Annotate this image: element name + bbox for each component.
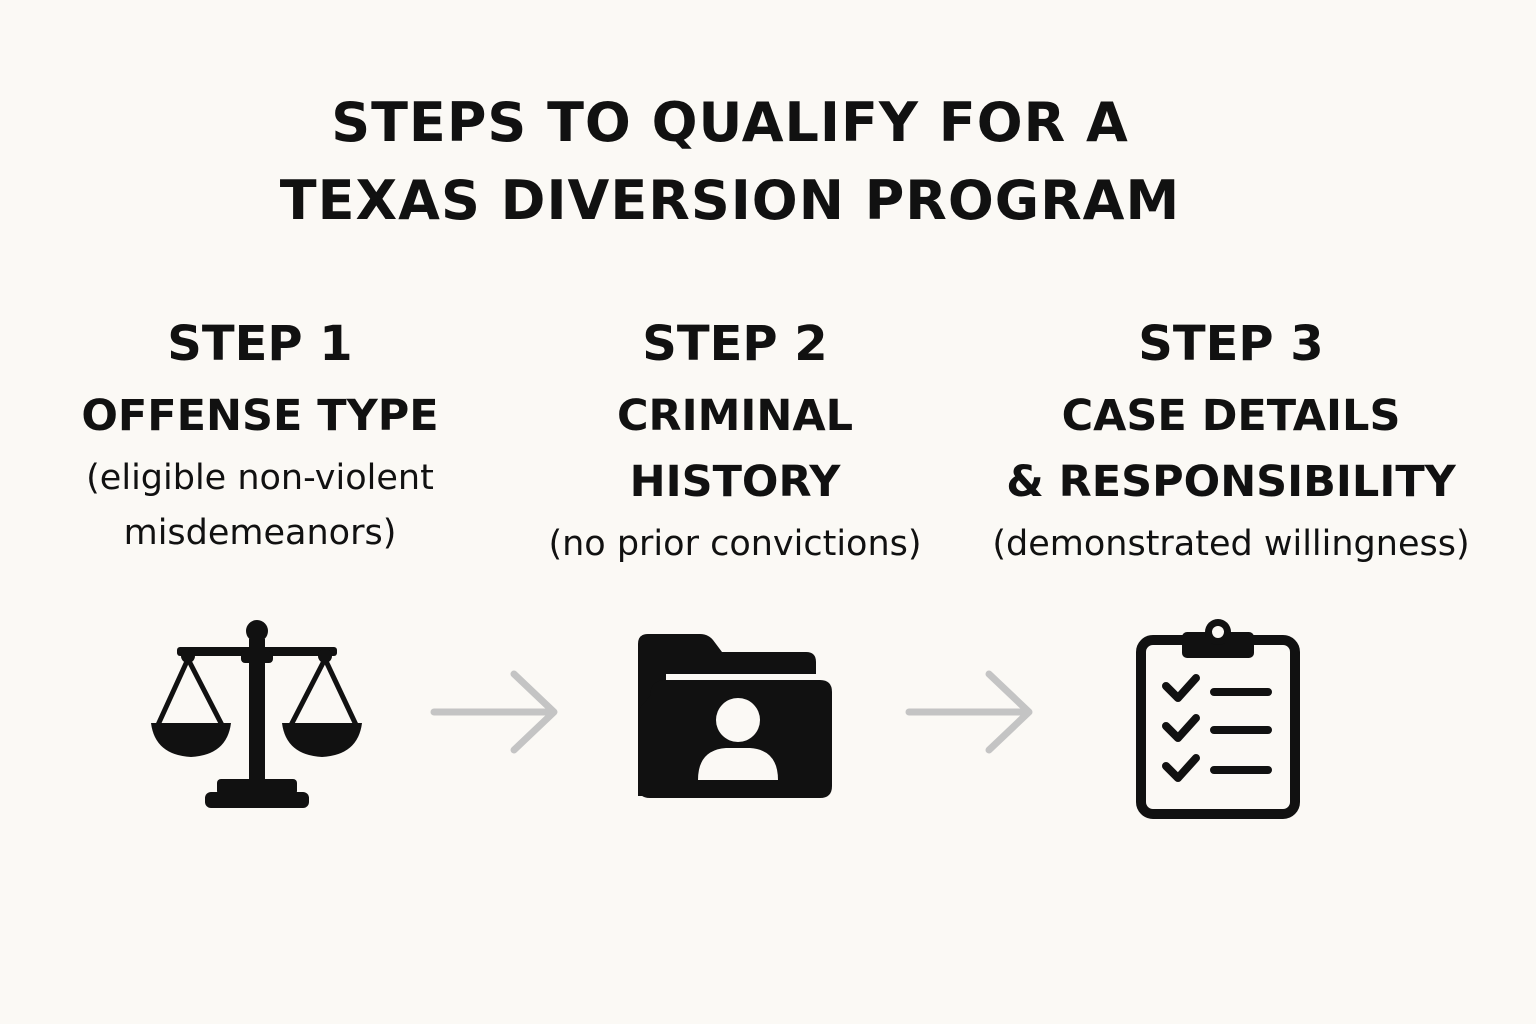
step-2-number: STEP 2 bbox=[642, 316, 828, 372]
step-1-name-line-1: OFFENSE TYPE bbox=[81, 391, 439, 441]
step-3-description: (demonstrated willingness) bbox=[992, 524, 1470, 564]
step-1-number: STEP 1 bbox=[167, 316, 353, 372]
checklist-clipboard-icon bbox=[1136, 619, 1300, 819]
step-3: STEP 3 CASE DETAILS & RESPONSIBILITY (de… bbox=[971, 313, 1491, 572]
step-1: STEP 1 OFFENSE TYPE (eligible non-violen… bbox=[0, 313, 520, 561]
step-3-name-line-2: & RESPONSIBILITY bbox=[1006, 457, 1456, 507]
scales-of-justice-icon bbox=[151, 620, 362, 808]
page-title: STEPS TO QUALIFY FOR A TEXAS DIVERSION P… bbox=[0, 84, 1460, 240]
arrow-right-icon bbox=[905, 670, 1033, 754]
step-1-name: OFFENSE TYPE bbox=[0, 383, 520, 449]
step-2-name-line-1: CRIMINAL bbox=[616, 391, 854, 441]
title-line-1: STEPS TO QUALIFY FOR A bbox=[331, 91, 1129, 154]
step-2-description: (no prior convictions) bbox=[548, 524, 922, 564]
title-line-2: TEXAS DIVERSION PROGRAM bbox=[279, 169, 1181, 232]
step-3-name: CASE DETAILS & RESPONSIBILITY bbox=[971, 383, 1491, 515]
arrow-right-icon bbox=[430, 670, 558, 754]
user-folder-icon bbox=[638, 634, 832, 798]
step-1-description: (eligible non-violent misdemeanors) bbox=[86, 458, 434, 553]
step-3-name-line-1: CASE DETAILS bbox=[1061, 391, 1401, 441]
step-2: STEP 2 CRIMINAL HISTORY (no prior convic… bbox=[475, 313, 995, 572]
step-2-name: CRIMINAL HISTORY bbox=[475, 383, 995, 515]
step-2-name-line-2: HISTORY bbox=[629, 457, 841, 507]
step-3-number: STEP 3 bbox=[1138, 316, 1324, 372]
